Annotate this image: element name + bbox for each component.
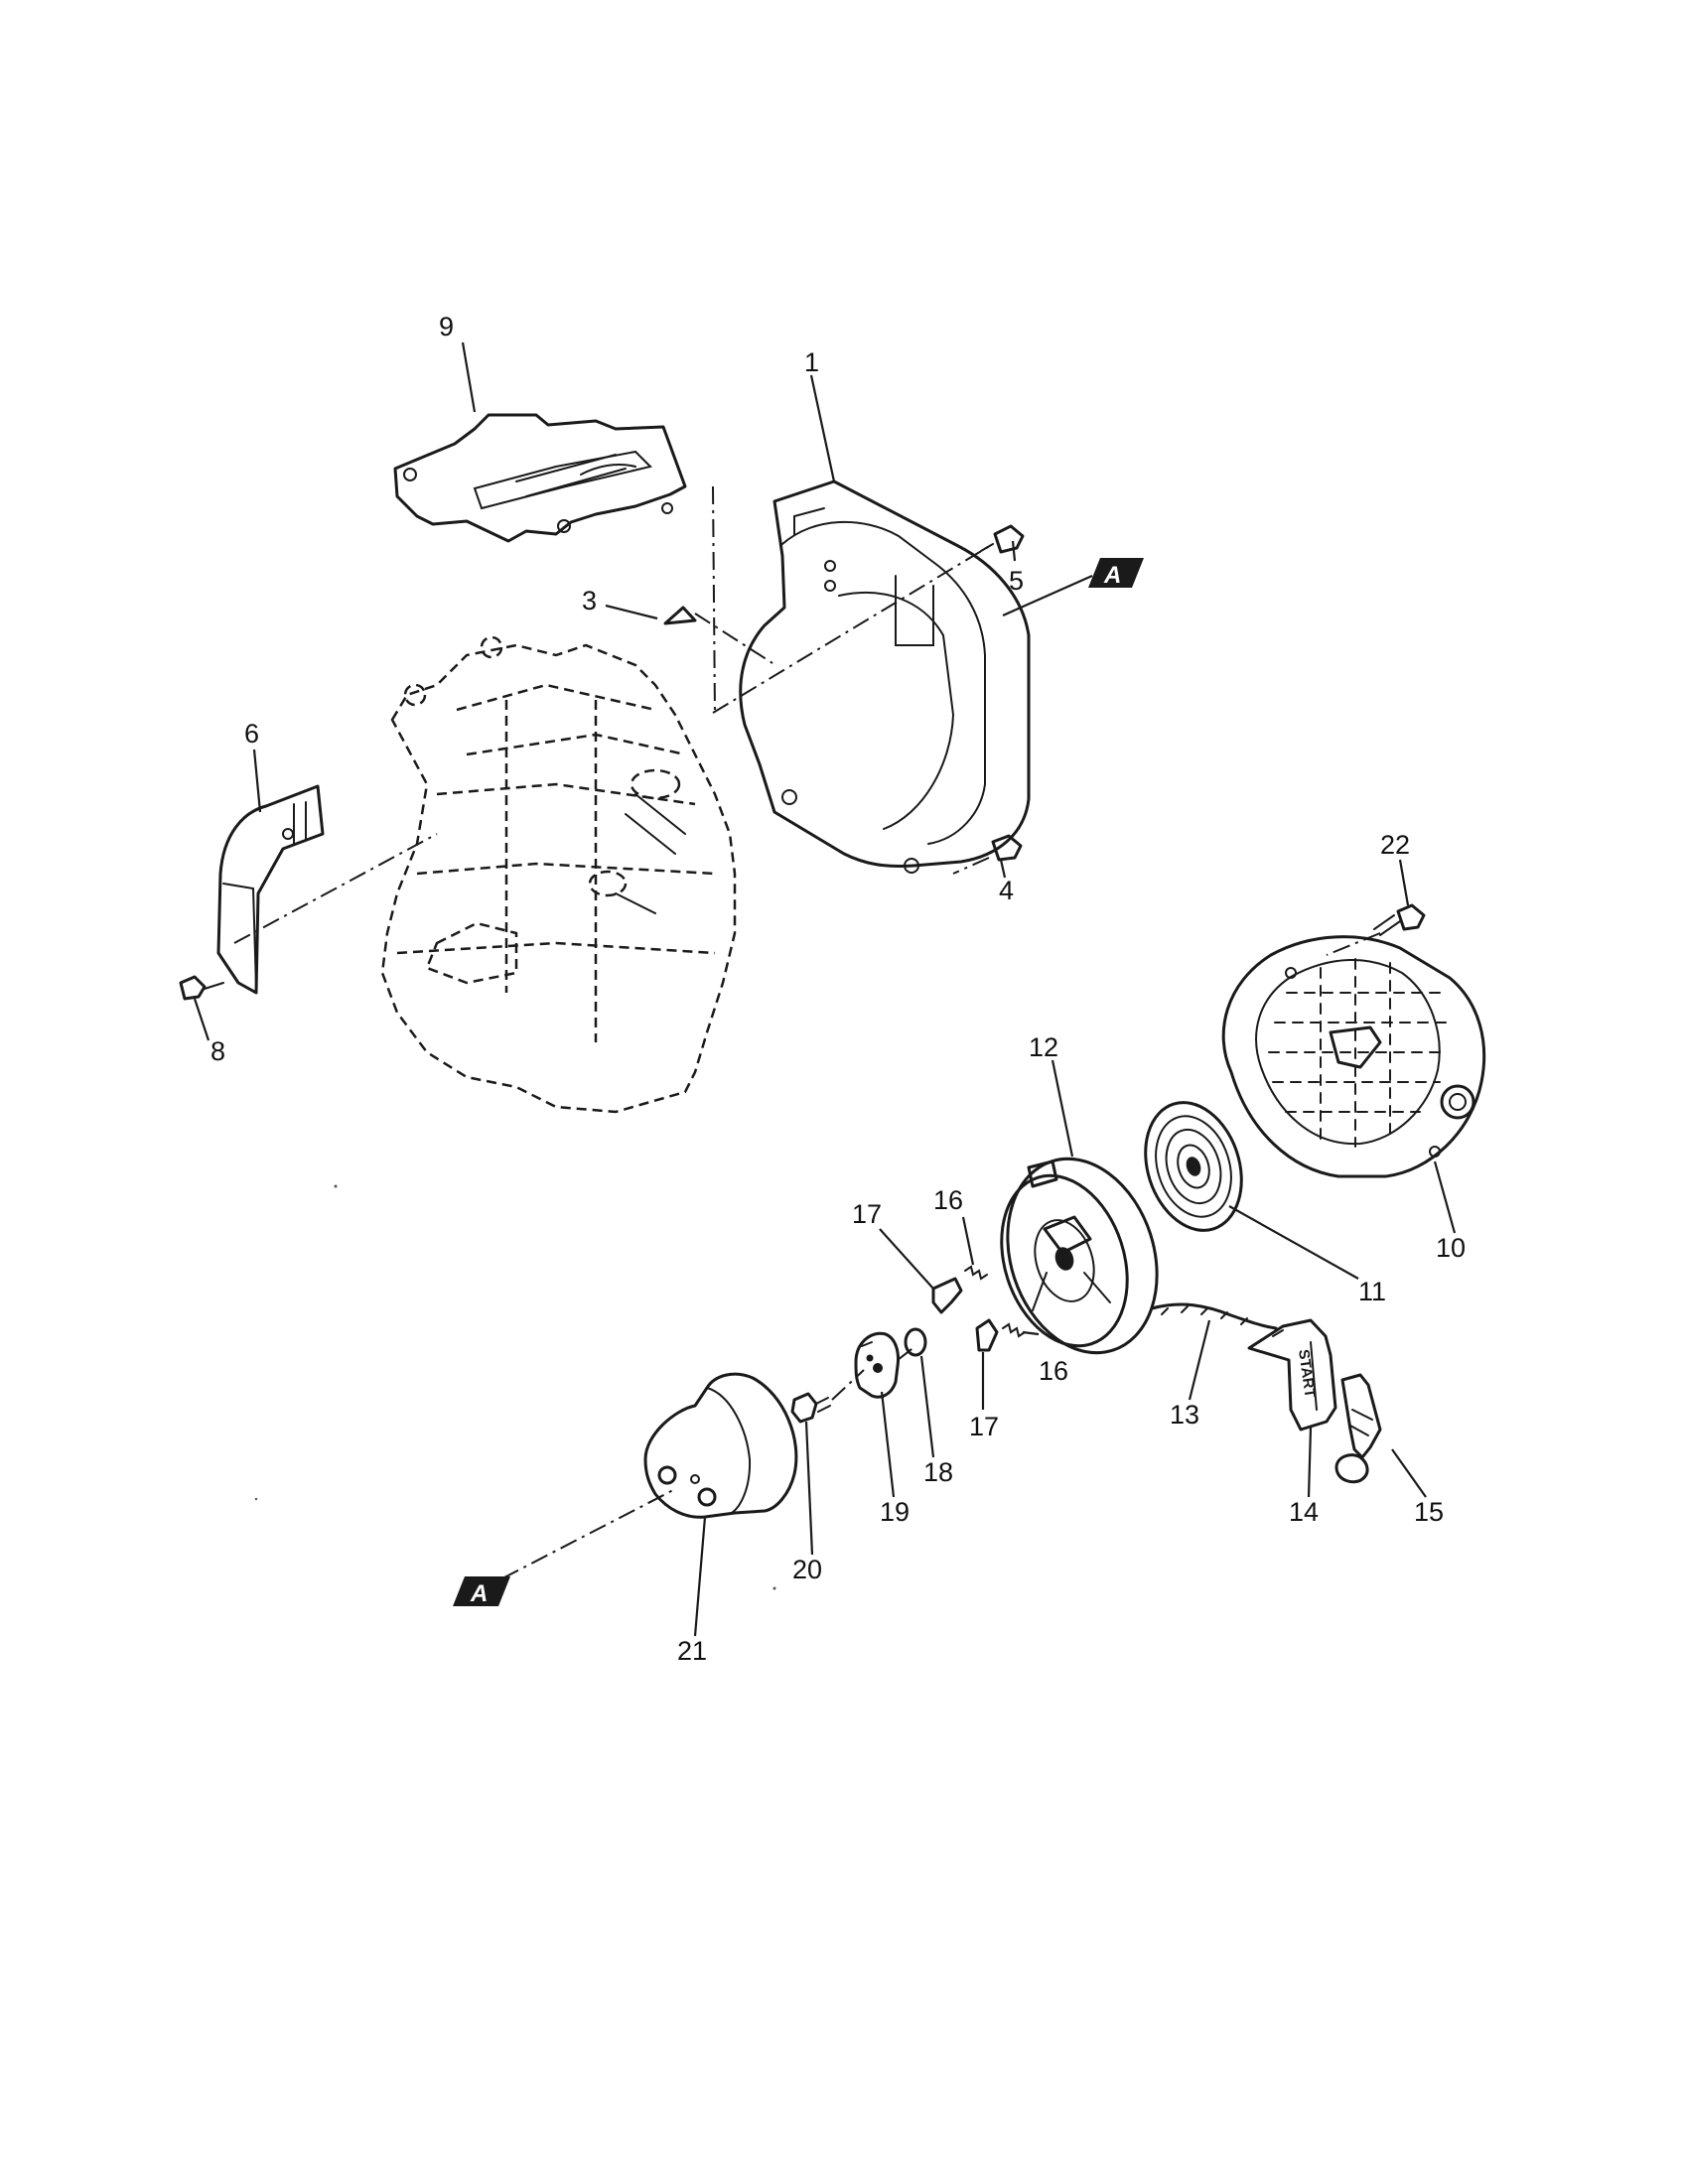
bolt-22 — [1373, 903, 1426, 936]
starter-rope — [1150, 1302, 1278, 1330]
callout-3: 3 — [582, 586, 597, 615]
fan-housing — [739, 479, 1031, 874]
callout-8: 8 — [210, 1036, 225, 1066]
callout-10: 10 — [1436, 1233, 1466, 1263]
callout-9: 9 — [439, 312, 454, 341]
callout-1: 1 — [804, 347, 819, 377]
callout-18: 18 — [923, 1457, 953, 1487]
recoil-spring — [1144, 1101, 1243, 1232]
callout-17-lower: 17 — [969, 1412, 999, 1441]
starter-reel — [1000, 1157, 1159, 1355]
callout-20: 20 — [792, 1555, 822, 1584]
bolt-8 — [179, 975, 224, 1001]
snap-ring — [904, 1327, 927, 1357]
callout-11: 11 — [1358, 1277, 1386, 1306]
arrow-marker-part — [663, 606, 697, 625]
engine-block-phantom — [380, 635, 737, 1114]
starter-pulley-cup — [643, 1372, 798, 1519]
handle-grip — [1334, 1373, 1382, 1484]
callout-21: 21 — [677, 1636, 707, 1666]
pawl-upper — [931, 1277, 963, 1314]
callout-13: 13 — [1170, 1400, 1199, 1430]
starter-case — [1221, 935, 1486, 1178]
bolt-4 — [978, 834, 1023, 862]
callout-leaders — [193, 341, 1457, 1637]
reference-flag-top: A — [1088, 558, 1144, 589]
cylinder-head-cover — [393, 413, 687, 543]
callout-16-upper: 16 — [933, 1185, 963, 1215]
starter-handle: START — [1247, 1318, 1337, 1432]
handle-start-label: START — [1295, 1348, 1319, 1399]
svg-text:A: A — [470, 1580, 488, 1607]
callout-22: 22 — [1380, 830, 1410, 860]
callout-16-lower: 16 — [1039, 1356, 1068, 1386]
center-screw — [790, 1392, 831, 1424]
pawl-lower — [975, 1318, 999, 1352]
callout-15: 15 — [1414, 1497, 1444, 1527]
pawl-spring-lower — [1002, 1322, 1026, 1338]
friction-plate — [854, 1331, 900, 1399]
reference-flag-bottom: A — [453, 1576, 510, 1607]
assembly-lines — [233, 485, 1381, 1579]
callout-14: 14 — [1289, 1497, 1319, 1527]
callout-12: 12 — [1029, 1032, 1058, 1062]
pawl-spring-upper — [964, 1265, 988, 1281]
callout-6: 6 — [244, 719, 259, 749]
svg-text:A: A — [1103, 562, 1121, 589]
callout-19: 19 — [880, 1497, 910, 1527]
callout-17-upper: 17 — [852, 1199, 882, 1229]
callout-4: 4 — [999, 876, 1014, 905]
callout-5: 5 — [1009, 566, 1024, 596]
side-bracket — [216, 784, 325, 995]
